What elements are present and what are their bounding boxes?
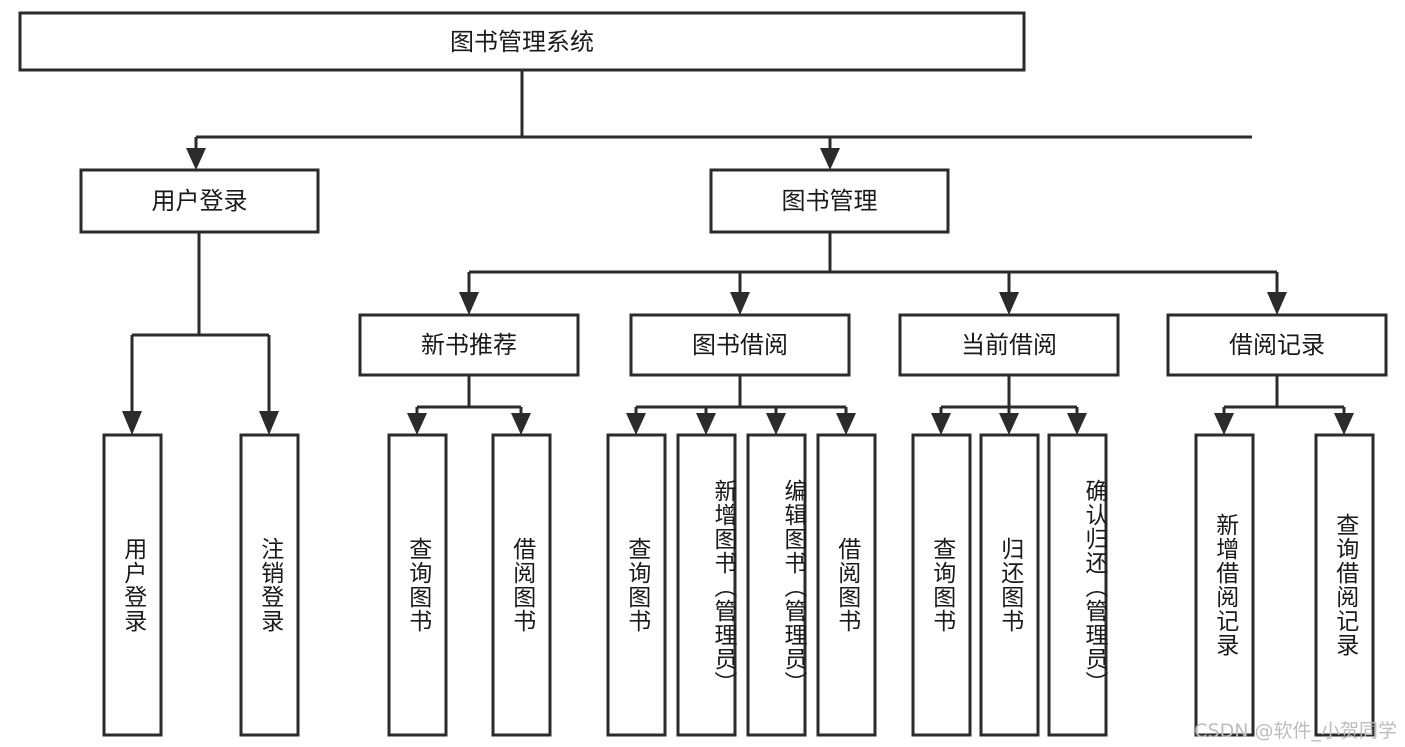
leaf-add-book-admin[interactable] (676, 433, 737, 737)
node-borrow-record[interactable] (1166, 313, 1388, 377)
connector-borrowrecord-to-leaves (1214, 375, 1354, 435)
node-user-login-label: 用户登录 (152, 187, 248, 215)
node-current-borrow-label: 当前借阅 (961, 331, 1057, 359)
csdn-watermark: CSDN @软件_小贺同学 (1194, 720, 1397, 742)
leaf-confirm-return-admin-label: 确认归还（管理员） (1081, 479, 1107, 695)
node-new-book-recommend[interactable] (358, 313, 580, 377)
leaf-add-borrow-record-label: 新增借阅记录 (1211, 513, 1238, 657)
node-new-book-recommend-label: 新书推荐 (421, 331, 517, 359)
leaf-query-book-current-label: 查询图书 (928, 537, 955, 633)
leaf-edit-book-admin[interactable] (746, 433, 807, 737)
node-user-login[interactable] (79, 168, 320, 234)
node-book-management-label: 图书管理 (782, 187, 878, 215)
leaf-borrow-book[interactable] (816, 433, 877, 737)
leaf-logout-login[interactable] (239, 433, 300, 737)
node-root-label: 图书管理系统 (450, 28, 594, 56)
connector-newbook-to-leaves (407, 375, 531, 435)
connector-bookmgmt-to-level3 (459, 232, 1287, 315)
node-current-borrow[interactable] (898, 313, 1120, 377)
connector-root-to-level2 (186, 70, 1252, 170)
leaf-query-borrow-record-label: 查询借阅记录 (1331, 513, 1358, 657)
leaf-borrow-book-newbook-label: 借阅图书 (508, 537, 535, 633)
connector-currentborrow-to-leaves (931, 375, 1087, 435)
node-borrow-record-label: 借阅记录 (1229, 331, 1325, 359)
leaf-return-book-label: 归还图书 (996, 537, 1023, 633)
leaf-add-borrow-record[interactable] (1194, 433, 1255, 737)
node-root-book-management-system[interactable] (18, 11, 1026, 72)
leaf-query-book-borrow-label: 查询图书 (623, 537, 650, 633)
node-book-borrow[interactable] (629, 313, 851, 377)
leaf-user-login-label: 用户登录 (119, 537, 146, 633)
leaf-query-book-newbook[interactable] (387, 433, 448, 737)
leaf-borrow-book-label: 借阅图书 (833, 537, 860, 633)
leaf-borrow-book-newbook[interactable] (491, 433, 552, 737)
connector-borrowbook-to-leaves (626, 375, 856, 435)
leaf-confirm-return-admin[interactable] (1047, 433, 1108, 737)
node-book-management[interactable] (709, 168, 950, 234)
leaf-return-book[interactable] (979, 433, 1040, 737)
leaf-logout-login-label: 注销登录 (256, 537, 283, 633)
leaf-query-book-current[interactable] (911, 433, 972, 737)
leaf-query-borrow-record[interactable] (1314, 433, 1375, 737)
connector-userlogin-to-leaves (122, 232, 279, 435)
leaf-query-book-newbook-label: 查询图书 (404, 537, 431, 633)
leaf-user-login[interactable] (102, 433, 163, 737)
leaf-edit-book-admin-label: 编辑图书（管理员） (780, 479, 806, 695)
leaf-query-book-borrow[interactable] (606, 433, 667, 737)
leaf-add-book-admin-label: 新增图书（管理员） (710, 479, 736, 695)
node-book-borrow-label: 图书借阅 (692, 331, 788, 359)
